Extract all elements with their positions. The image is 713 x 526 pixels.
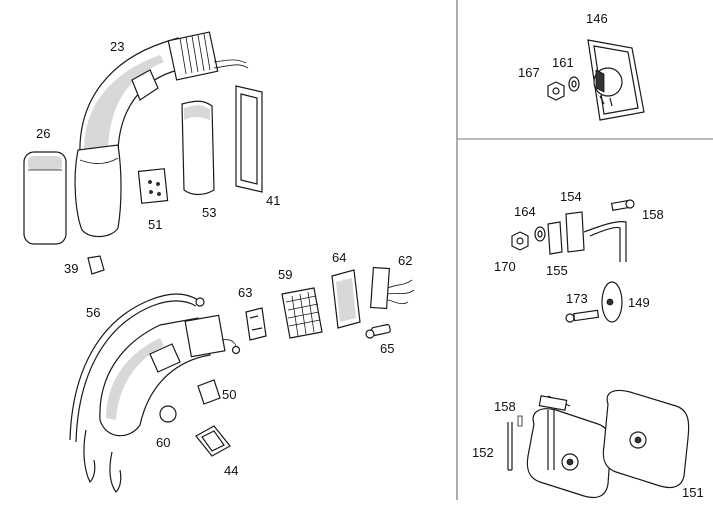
part-26-mirror-head: [23, 151, 67, 245]
label-158-lower: 158: [494, 399, 516, 414]
part-167-nut: [547, 81, 565, 101]
part-158-bolt-a: [583, 199, 635, 262]
part-158-bolt-b: [517, 395, 571, 470]
part-41-gasket: [235, 85, 263, 193]
label-64: 64: [332, 250, 347, 265]
part-53-cover: [181, 100, 215, 196]
label-152: 152: [472, 445, 494, 460]
part-152-pin: [507, 422, 513, 471]
part-146-base-plate: [587, 39, 645, 121]
label-51: 51: [148, 217, 163, 232]
part-44-gasket: [195, 425, 231, 457]
part-56-mirror-arm: [69, 293, 241, 493]
part-170-nut: [511, 231, 529, 251]
label-26: 26: [36, 126, 51, 141]
part-51-plate: [137, 168, 169, 204]
label-149: 149: [628, 295, 650, 310]
label-146: 146: [586, 11, 608, 26]
part-23-mirror-arm: [79, 31, 249, 156]
label-23: 23: [110, 39, 125, 54]
part-23-lower-body: [74, 144, 122, 238]
part-155-plate: [547, 221, 563, 255]
part-63-bracket: [245, 307, 267, 341]
label-65: 65: [380, 341, 395, 356]
label-62: 62: [398, 253, 413, 268]
label-173: 173: [566, 291, 588, 306]
label-56: 56: [86, 305, 101, 320]
label-39: 39: [64, 261, 79, 276]
label-41: 41: [266, 193, 281, 208]
part-62-connector: [369, 266, 415, 310]
label-60: 60: [156, 435, 171, 450]
label-167: 167: [518, 65, 540, 80]
part-154-bracket: [565, 211, 585, 253]
label-63: 63: [238, 285, 253, 300]
label-59: 59: [278, 267, 293, 282]
part-50-glass: [197, 379, 221, 405]
part-65-bolt: [365, 323, 391, 339]
label-44: 44: [224, 463, 239, 478]
label-161: 161: [552, 55, 574, 70]
label-158-upper: 158: [642, 207, 664, 222]
part-164-washer: [534, 226, 546, 242]
label-151: 151: [682, 485, 704, 500]
label-53: 53: [202, 205, 217, 220]
part-64-housing: [331, 269, 361, 329]
part-59-bellows: [281, 287, 323, 339]
label-50: 50: [222, 387, 237, 402]
part-173-screw: [565, 309, 600, 323]
label-170: 170: [494, 259, 516, 274]
part-60-knob: [159, 405, 177, 423]
part-161-washer: [568, 76, 580, 92]
label-154: 154: [560, 189, 582, 204]
label-164: 164: [514, 204, 536, 219]
label-155: 155: [546, 263, 568, 278]
part-39-clip: [87, 255, 105, 275]
part-149-disc: [601, 281, 623, 323]
